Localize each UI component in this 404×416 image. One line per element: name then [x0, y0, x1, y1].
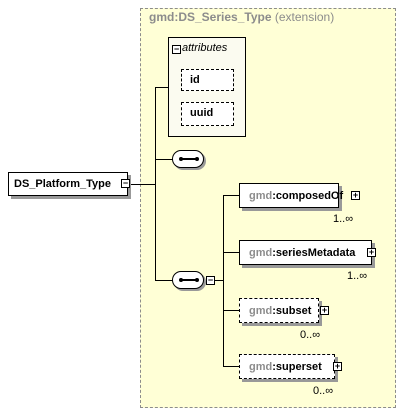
element-seriesmetadata[interactable]: gmd:seriesMetadata — [239, 240, 372, 265]
connector-to-seriesmetadata — [223, 252, 239, 253]
connector-to-sequence-2 — [155, 280, 173, 281]
extension-tag: (extension) — [274, 10, 335, 24]
connector-seq2-out — [214, 280, 224, 281]
namespace-prefix: gmd — [249, 190, 273, 202]
connector-trunk — [155, 87, 156, 281]
sequence-compositor-icon[interactable] — [172, 150, 204, 168]
connector-main-out — [131, 184, 156, 185]
element-superset[interactable]: gmd:superset — [239, 354, 335, 379]
minus-box-icon[interactable]: − — [206, 275, 215, 285]
namespace-prefix: gmd — [249, 361, 273, 373]
connector-to-superset — [223, 366, 239, 367]
connector-to-attributes — [155, 87, 169, 88]
connector-to-sequence-1 — [155, 159, 173, 160]
sequence-compositor-icon[interactable] — [172, 271, 204, 289]
connector-to-subset — [223, 310, 239, 311]
element-name: seriesMetadata — [275, 247, 356, 259]
attributes-label: attributes — [182, 42, 228, 54]
extension-title: gmd:DS_Series_Type (extension) — [149, 10, 334, 24]
attribute-id[interactable]: id — [181, 69, 234, 91]
multiplicity-label: 1..∞ — [347, 270, 368, 282]
minus-box-icon[interactable]: − — [172, 44, 181, 54]
minus-box-icon[interactable]: − — [121, 178, 130, 188]
namespace-separator: : — [272, 361, 276, 373]
multiplicity-label: 0..∞ — [313, 385, 334, 397]
namespace-prefix: gmd — [249, 305, 273, 317]
multiplicity-label: 0..∞ — [300, 329, 321, 341]
connector-children-trunk — [223, 195, 224, 367]
ds-platform-type-node[interactable]: DS_Platform_Type — [8, 172, 128, 196]
element-subset[interactable]: gmd:subset — [239, 298, 319, 323]
element-name: subset — [275, 305, 312, 317]
plus-box-icon[interactable]: + — [333, 361, 342, 371]
ds-platform-type-label: DS_Platform_Type — [14, 178, 111, 190]
connector-to-composedof — [223, 195, 239, 196]
namespace-separator: : — [272, 305, 276, 317]
attribute-uuid[interactable]: uuid — [181, 102, 234, 126]
namespace-prefix: gmd — [249, 247, 273, 259]
extension-type-name: gmd:DS_Series_Type — [149, 10, 272, 24]
plus-box-icon[interactable]: + — [367, 247, 376, 257]
namespace-separator: : — [272, 190, 276, 202]
multiplicity-label: 1..∞ — [333, 213, 354, 225]
attributes-header: −attributes — [172, 42, 227, 54]
namespace-separator: : — [272, 247, 276, 259]
plus-box-icon[interactable]: + — [320, 305, 329, 315]
element-name: composedOf — [275, 190, 344, 202]
element-name: superset — [275, 361, 322, 373]
element-composedof[interactable]: gmd:composedOf — [239, 183, 343, 208]
plus-box-icon[interactable]: + — [351, 190, 360, 200]
